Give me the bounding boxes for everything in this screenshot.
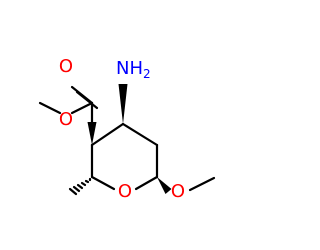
ester-oxygen-label: O (59, 109, 73, 130)
hashed-bond-stroke-6 (68, 187, 78, 196)
bond-c6-o1 (134, 175, 159, 191)
wedge-bond-c6-o (157, 177, 172, 194)
wedge-bond-c4-n (118, 84, 128, 124)
ring-oxygen-label: O (118, 181, 132, 202)
hashed-bond-stroke-4 (76, 183, 84, 190)
bond-carbonyl-double (75, 90, 99, 110)
methoxy-oxygen-label: O (171, 181, 185, 202)
amino-group: NH2 (116, 58, 151, 124)
wedge-bond-c3-ester (87, 122, 97, 145)
methoxy-group: O O (118, 176, 216, 202)
methyl-hashed-group (68, 177, 92, 196)
bond-c3-c4 (90, 122, 125, 147)
hashed-bond-stroke-5 (72, 185, 81, 193)
structure-canvas: O O NH2 O O (38, 56, 216, 202)
amino-nitrogen-label: NH2 (116, 58, 151, 81)
methyl-ester-group: O O (38, 56, 99, 145)
bond-o-methyl-2 (188, 176, 216, 192)
bond-o1-c2 (90, 175, 116, 191)
hashed-bond-stroke-3 (80, 181, 87, 187)
carbonyl-oxygen-label: O (59, 56, 73, 77)
pyran-ring (90, 122, 159, 191)
chemical-structure: O O NH2 O O (38, 56, 216, 202)
bond-o-methyl (38, 101, 62, 115)
hashed-bond-stroke-2 (84, 179, 90, 184)
bond-ester-o (70, 101, 94, 115)
bond-c4-c5 (121, 122, 159, 147)
